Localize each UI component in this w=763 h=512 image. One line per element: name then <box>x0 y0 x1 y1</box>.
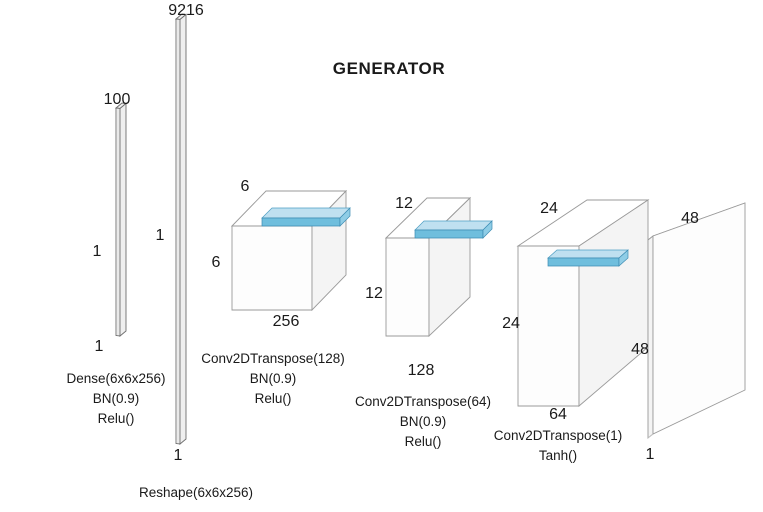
op-label-conv128-bn: BN(0.9) <box>249 371 297 386</box>
dim-label-input-bottom: 1 <box>94 338 104 355</box>
dim-label-conv64-right: 24 <box>502 315 520 332</box>
op-label-reshape: Reshape(6x6x256) <box>138 485 254 500</box>
layer-shape-conv2dtranspose-64 <box>384 196 493 338</box>
layer-shape-conv2dtranspose-128 <box>230 189 351 312</box>
dim-label-conv1-bottom: 64 <box>549 406 567 423</box>
dim-label-reshape-bottom: 1 <box>173 447 183 464</box>
dim-label-conv1-right: 48 <box>631 341 649 358</box>
op-label-conv128-relu: Relu() <box>254 391 292 406</box>
op-label-conv64-bn: BN(0.9) <box>399 414 447 429</box>
dim-label-conv128-left: 6 <box>211 254 221 271</box>
op-label-dense: Dense(6x6x256) <box>66 371 166 386</box>
op-label-dense-bn: BN(0.9) <box>92 391 140 406</box>
op-label-conv128: Conv2DTranspose(128) <box>201 351 345 366</box>
dim-label-input-left: 1 <box>92 243 102 260</box>
layer-shape-conv2dtranspose-1 <box>516 199 650 407</box>
layer-shape-input-dense <box>114 102 128 337</box>
layer-shape-output-image <box>647 202 746 439</box>
op-label-conv1: Conv2DTranspose(1) <box>493 428 623 443</box>
op-label-dense-relu: Relu() <box>97 411 135 426</box>
dim-label-reshape-left: 1 <box>155 227 165 244</box>
dim-label-conv64-bottom: 128 <box>407 362 435 379</box>
op-label-conv64-relu: Relu() <box>404 434 442 449</box>
dim-label-conv64-left: 12 <box>365 285 383 302</box>
dim-label-reshape-top: 9216 <box>168 2 204 19</box>
dim-label-conv64-top: 12 <box>395 195 413 212</box>
op-label-conv64: Conv2DTranspose(64) <box>354 394 492 409</box>
dim-label-input-top: 100 <box>103 91 131 108</box>
layer-shape-reshape <box>174 13 188 445</box>
dim-label-conv128-top: 6 <box>240 178 250 195</box>
dim-label-conv1-top: 24 <box>540 200 558 217</box>
dim-label-output-top: 48 <box>681 210 699 227</box>
dim-label-conv128-bottom: 256 <box>272 313 300 330</box>
diagram-title: GENERATOR <box>332 59 446 78</box>
dim-label-output-bottom: 1 <box>645 446 655 463</box>
op-label-conv1-tanh: Tanh() <box>538 448 578 463</box>
